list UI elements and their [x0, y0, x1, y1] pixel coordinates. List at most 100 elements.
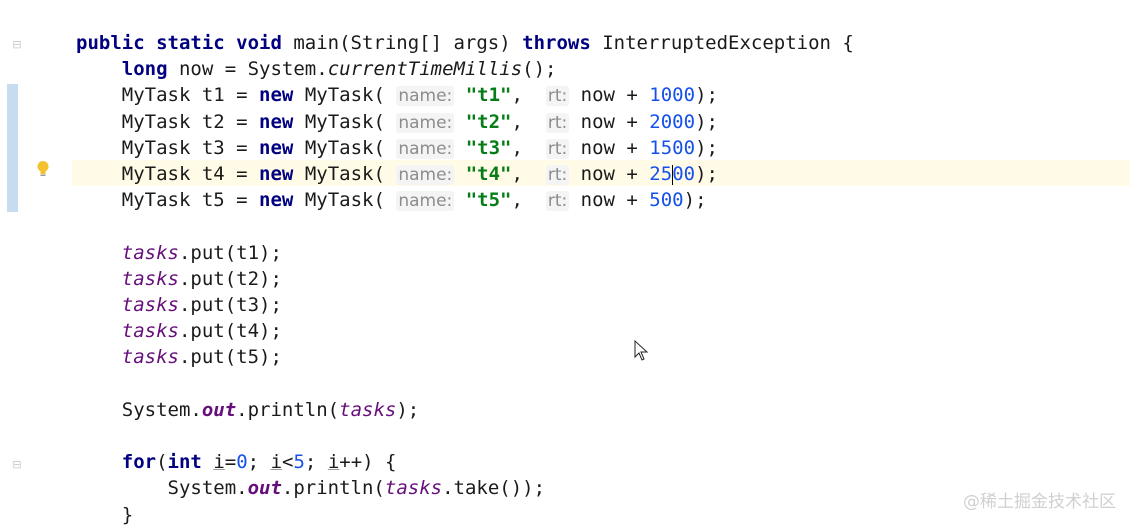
code-token: MyTask t3 = [121, 136, 260, 159]
code-token: .println( [236, 398, 340, 421]
code-token: now + [569, 110, 650, 133]
code-token: ); [695, 84, 718, 107]
watermark-text: @稀土掘金技术社区 [963, 492, 1116, 512]
indent [76, 242, 122, 264]
code-line[interactable]: for(int i=0; i<5; i++) { [76, 449, 397, 475]
parameter-hint: rt: [545, 138, 570, 159]
code-token: ; [247, 451, 271, 474]
code-token: currentTimeMillis [327, 58, 523, 81]
code-line[interactable]: tasks.put(t1); [76, 240, 282, 266]
indent [76, 294, 122, 316]
code-token [454, 137, 465, 159]
code-token: public static void [76, 32, 294, 54]
code-line[interactable]: MyTask t4 = new MyTask( name: "t4", rt: … [76, 161, 718, 187]
code-token: = [224, 451, 237, 474]
code-token: tasks [121, 320, 179, 343]
code-token: , [511, 163, 546, 185]
code-token: int [167, 451, 214, 474]
fold-marker-icon[interactable]: ⊟ [12, 458, 22, 471]
code-token: .put(t3); [178, 294, 282, 316]
code-token: now + [569, 84, 650, 107]
code-token: tasks [121, 241, 179, 264]
code-token: for [121, 451, 157, 474]
code-line[interactable]: tasks.put(t3); [76, 292, 282, 318]
fold-marker-icon[interactable]: ⊟ [12, 38, 22, 51]
code-token: tasks [121, 267, 179, 290]
code-token: MyTask( [304, 136, 397, 159]
code-token: new [259, 136, 305, 159]
vcs-change-marker[interactable] [7, 84, 18, 212]
text-caret [672, 164, 674, 185]
code-token: ++) { [339, 451, 397, 474]
code-token: 1500 [649, 136, 696, 159]
code-token: MyTask( [304, 163, 397, 185]
code-line[interactable]: long now = System.currentTimeMillis(); [76, 56, 557, 82]
code-token: now + [569, 136, 650, 159]
code-token: 500 [649, 189, 684, 212]
code-line[interactable]: MyTask t2 = new MyTask( name: "t2", rt: … [76, 109, 718, 135]
code-token [454, 111, 465, 133]
indent [76, 399, 122, 421]
code-token: "t2" [465, 110, 512, 133]
code-token: now = System. [178, 58, 328, 81]
code-token: InterruptedException { [602, 32, 854, 54]
code-line[interactable]: MyTask t1 = new MyTask( name: "t1", rt: … [76, 82, 718, 108]
code-token: 0 [236, 451, 248, 474]
code-token [454, 189, 465, 211]
code-line[interactable]: } [76, 502, 133, 528]
indent [76, 320, 122, 342]
editor-gutter: ⊟ ⊟ [0, 0, 62, 524]
code-token: MyTask t1 = [121, 84, 260, 107]
code-token: < [282, 451, 294, 474]
code-token: ( [156, 451, 168, 474]
parameter-hint: name: [396, 165, 455, 185]
code-token: tasks [339, 398, 397, 421]
indent [76, 137, 122, 159]
code-token: now + [569, 189, 650, 212]
code-line[interactable]: tasks.put(t5); [76, 344, 282, 370]
parameter-hint: rt: [545, 191, 570, 212]
code-token: , [511, 189, 546, 212]
code-token: .take()); [442, 477, 546, 500]
code-token: "t5" [465, 189, 512, 212]
code-token: out [247, 477, 282, 500]
code-token: "t3" [465, 136, 512, 159]
code-token: MyTask( [304, 84, 397, 107]
code-token: ; [304, 451, 328, 474]
parameter-hint: rt: [545, 165, 570, 185]
code-line[interactable]: System.out.println(tasks); [76, 397, 419, 423]
code-token: 2000 [649, 110, 696, 133]
code-token: new [259, 110, 305, 133]
code-line[interactable]: System.out.println(tasks.take()); [76, 475, 546, 501]
indent [76, 163, 122, 185]
code-line[interactable]: tasks.put(t4); [76, 318, 282, 344]
code-token: 00 [672, 163, 696, 185]
code-token: tasks [121, 294, 179, 316]
code-token: .put(t2); [178, 267, 282, 290]
lightbulb-icon[interactable] [36, 160, 50, 178]
code-token: new [259, 189, 305, 212]
code-token: ); [695, 110, 718, 133]
parameter-hint: name: [396, 138, 455, 159]
code-token: System. [121, 398, 202, 421]
code-token: "t4" [465, 163, 512, 185]
code-token: throws [522, 32, 603, 54]
code-token: MyTask( [304, 110, 397, 133]
code-token: i [270, 451, 283, 474]
parameter-hint: rt: [545, 86, 570, 107]
code-line[interactable]: public static void main(String[] args) t… [76, 30, 854, 56]
code-token: .println( [281, 477, 385, 500]
code-token: tasks [121, 346, 179, 369]
code-line[interactable]: tasks.put(t2); [76, 266, 282, 292]
code-line[interactable]: MyTask t3 = new MyTask( name: "t3", rt: … [76, 135, 718, 161]
parameter-hint: name: [396, 86, 455, 107]
indent [76, 111, 122, 133]
code-token: i [213, 451, 225, 474]
code-token: i [327, 451, 340, 474]
code-line[interactable]: MyTask t5 = new MyTask( name: "t5", rt: … [76, 187, 707, 213]
code-token: ); [683, 189, 707, 212]
code-token: (); [522, 58, 557, 81]
code-token: 25 [649, 163, 673, 185]
current-line-highlight [72, 160, 1130, 186]
indent [76, 504, 122, 526]
